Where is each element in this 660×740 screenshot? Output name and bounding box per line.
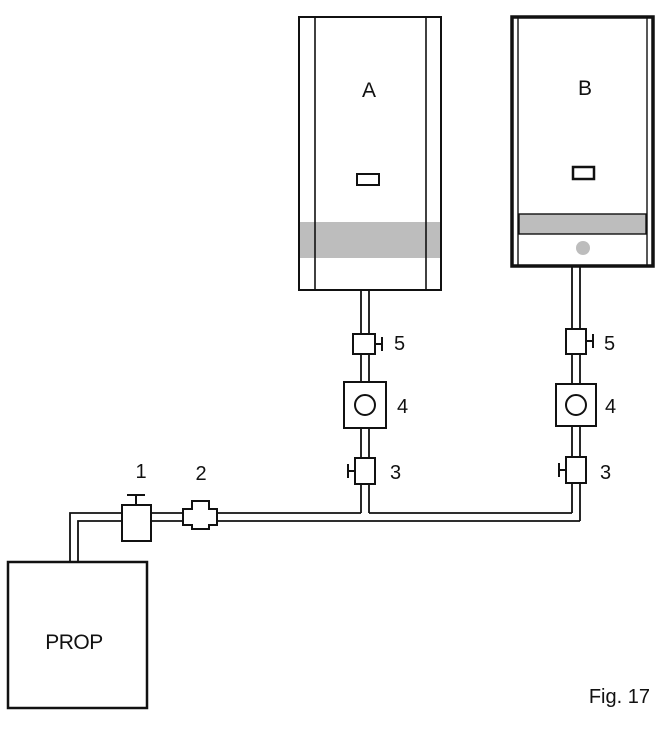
tap-3-a: [347, 457, 376, 485]
meter-4-b: [555, 383, 597, 427]
heater-b-grey-band: [518, 213, 647, 235]
part-number-4-a: 4: [397, 396, 408, 418]
propane-tank: PROP: [6, 560, 149, 710]
gas-pipes: [69, 266, 581, 562]
part-number-4-b: 4: [605, 396, 616, 418]
valve-5-b: [565, 328, 594, 355]
heater-a-display-window: [356, 173, 380, 186]
heater-b: B: [510, 15, 655, 268]
part-number-1: 1: [135, 461, 146, 483]
main-valve-1: [121, 494, 152, 542]
heater-b-indicator-light: [576, 241, 590, 255]
figure-caption: Fig. 17: [589, 686, 650, 708]
tank-label: PROP: [45, 631, 103, 654]
part-number-3-a: 3: [390, 462, 401, 484]
heater-a-grey-band: [300, 222, 440, 258]
part-number-2: 2: [195, 463, 206, 485]
pressure-regulator-2: [182, 500, 218, 530]
heater-b-label: B: [578, 77, 592, 100]
valve-5-a: [352, 333, 383, 355]
heater-a: A: [298, 16, 442, 291]
tap-3-b: [558, 456, 587, 484]
heater-b-display-window: [571, 165, 596, 181]
part-number-5-a: 5: [394, 333, 405, 355]
heater-a-label: A: [362, 79, 376, 102]
part-number-3-b: 3: [600, 462, 611, 484]
part-number-5-b: 5: [604, 333, 615, 355]
meter-4-a: [343, 381, 387, 429]
